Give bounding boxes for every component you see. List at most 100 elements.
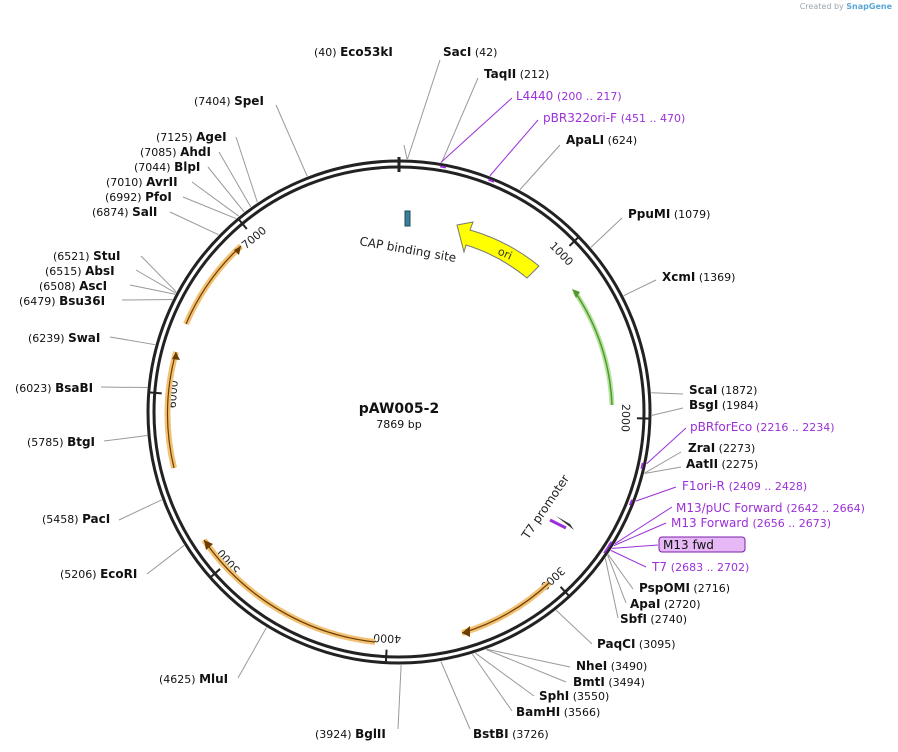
primer-label: M13/pUC Forward (2642 .. 2664) [676, 501, 865, 515]
primer-leader [613, 522, 667, 547]
enzyme-leader [651, 392, 684, 395]
primer-leader [646, 427, 687, 465]
enzyme-label-avrii: (7010) AvrII [106, 175, 178, 189]
enzyme-label-bsabi: (6023) BsaBI [15, 381, 93, 395]
enzyme-label-bsgi: BsgI (1984) [689, 398, 758, 412]
primer-leader [610, 549, 647, 568]
primer-leader [635, 486, 677, 502]
enzyme-label-bglii: (3924) BglII [315, 727, 386, 741]
enzyme-label-spei: (7404) SpeI [194, 94, 264, 108]
enzyme-leader [182, 196, 237, 220]
tick-label: 7000 [239, 224, 269, 252]
t7-promoter-label: T7 promoter [518, 472, 572, 542]
enzyme-label-saci: SacI (42) [443, 45, 497, 59]
primer-leader [489, 119, 539, 177]
m13-fwd-label: M13 fwd [663, 538, 714, 552]
enzyme-leader [275, 104, 308, 177]
enzyme-leader [486, 648, 571, 668]
enzyme-label-ecori: (5206) EcoRI [60, 567, 137, 581]
enzyme-leader [169, 211, 219, 236]
enzyme-leader [235, 136, 258, 203]
enzyme-label-nhei: NheI (3490) [576, 659, 647, 673]
tick-1000 [568, 236, 580, 247]
enzyme-leader [407, 59, 441, 160]
enzyme-label-zrai: ZraI (2273) [688, 441, 755, 455]
cap-binding-site-feature [404, 210, 411, 227]
enzyme-label-apali: ApaLI (624) [566, 133, 637, 147]
primer-mark [603, 547, 609, 554]
primer-label: pBRforEco (2216 .. 2234) [690, 420, 835, 434]
enzyme-label-mlui: (4625) MluI [159, 672, 228, 686]
t7-promoter-feature [549, 518, 567, 530]
enzyme-label-absi: (6515) AbsI [45, 264, 115, 278]
primer-leader [614, 506, 673, 545]
tick-3000 [559, 586, 571, 597]
primer-label: L4440 (200 .. 217) [516, 89, 622, 103]
enzyme-label-xcmi: XcmI (1369) [662, 270, 735, 284]
enzyme-label-taqii: TaqII (212) [484, 67, 549, 81]
enzyme-label-pspomi: PspOMI (2716) [639, 581, 730, 595]
enzyme-leader [644, 451, 682, 474]
enzyme-label-paci: (5458) PacI [42, 512, 110, 526]
enzyme-label-bstbi: BstBI (3726) [473, 727, 549, 741]
enzyme-leader [118, 499, 162, 521]
enzyme-leader [590, 217, 623, 248]
primer-label: M13 Forward (2656 .. 2673) [671, 516, 831, 530]
snapgene-watermark: Created by SnapGene [800, 2, 892, 11]
primer-leader [440, 97, 513, 163]
tick-label: 4000 [373, 631, 402, 645]
enzyme-leader [218, 151, 252, 208]
primer-mark [439, 165, 447, 169]
enzyme-leader [623, 279, 657, 297]
enzyme-leader [440, 661, 471, 730]
enzyme-label-sali: (6874) SalI [92, 205, 157, 219]
primer-mark [640, 462, 644, 469]
enzyme-leader [604, 558, 619, 619]
enzyme-label-pfoi: (6992) PfoI [105, 190, 172, 204]
enzyme-leader [403, 144, 408, 160]
enzyme-leader [140, 255, 177, 293]
enzyme-label-eco53ki: (40) Eco53kI [314, 45, 393, 59]
primer-mark [606, 542, 612, 550]
enzyme-leader [129, 284, 176, 295]
enzyme-label-apai: ApaI (2720) [630, 597, 701, 611]
primer-mark [488, 178, 495, 183]
tick-6000 [148, 391, 162, 395]
enzyme-label-swai: (6239) SwaI [28, 331, 100, 345]
enzyme-leader [644, 466, 682, 475]
m13-fwd-highlight[interactable] [658, 536, 746, 553]
enzyme-leader [109, 336, 156, 346]
tick-4000 [384, 649, 388, 663]
enzyme-label-bamhi: BamHI (3566) [516, 705, 600, 719]
primer-label: F1ori-R (2409 .. 2428) [682, 479, 807, 493]
enzyme-leader [651, 407, 684, 416]
enzyme-label-blpi: (7044) BlpI [134, 160, 200, 174]
enzyme-leader [121, 298, 173, 301]
ori-label: ori [496, 245, 514, 263]
enzyme-leader [555, 609, 593, 645]
enzyme-leader [441, 77, 479, 163]
enzyme-label-bsu36i: (6479) Bsu36I [19, 294, 105, 308]
tick-5000 [209, 568, 221, 579]
enzyme-label-sphi: SphI (3550) [539, 689, 609, 703]
enzyme-leader [135, 269, 176, 294]
enzyme-leader [471, 653, 513, 712]
enzyme-label-stui: (6521) StuI [53, 249, 120, 263]
orange-feature-1 [461, 580, 552, 636]
cap-binding-site-label: CAP binding site [358, 234, 457, 265]
orange-feature-4 [183, 243, 244, 326]
tick-7000 [237, 218, 248, 230]
primer-label: pBR322ori-F (451 .. 470) [543, 111, 685, 125]
plasmid-size: 7869 bp [376, 418, 422, 431]
enzyme-leader [607, 554, 627, 604]
enzyme-leader [519, 144, 561, 191]
enzyme-label-agei: (7125) AgeI [156, 130, 227, 144]
green-feature [572, 290, 615, 406]
enzyme-label-sbfi: SbfI (2740) [620, 612, 687, 626]
enzyme-label-btgi: (5785) BtgI [27, 435, 95, 449]
enzyme-leader [207, 166, 245, 213]
ori-feature [456, 221, 540, 279]
enzyme-leader [237, 627, 267, 679]
enzyme-leader [475, 652, 535, 697]
